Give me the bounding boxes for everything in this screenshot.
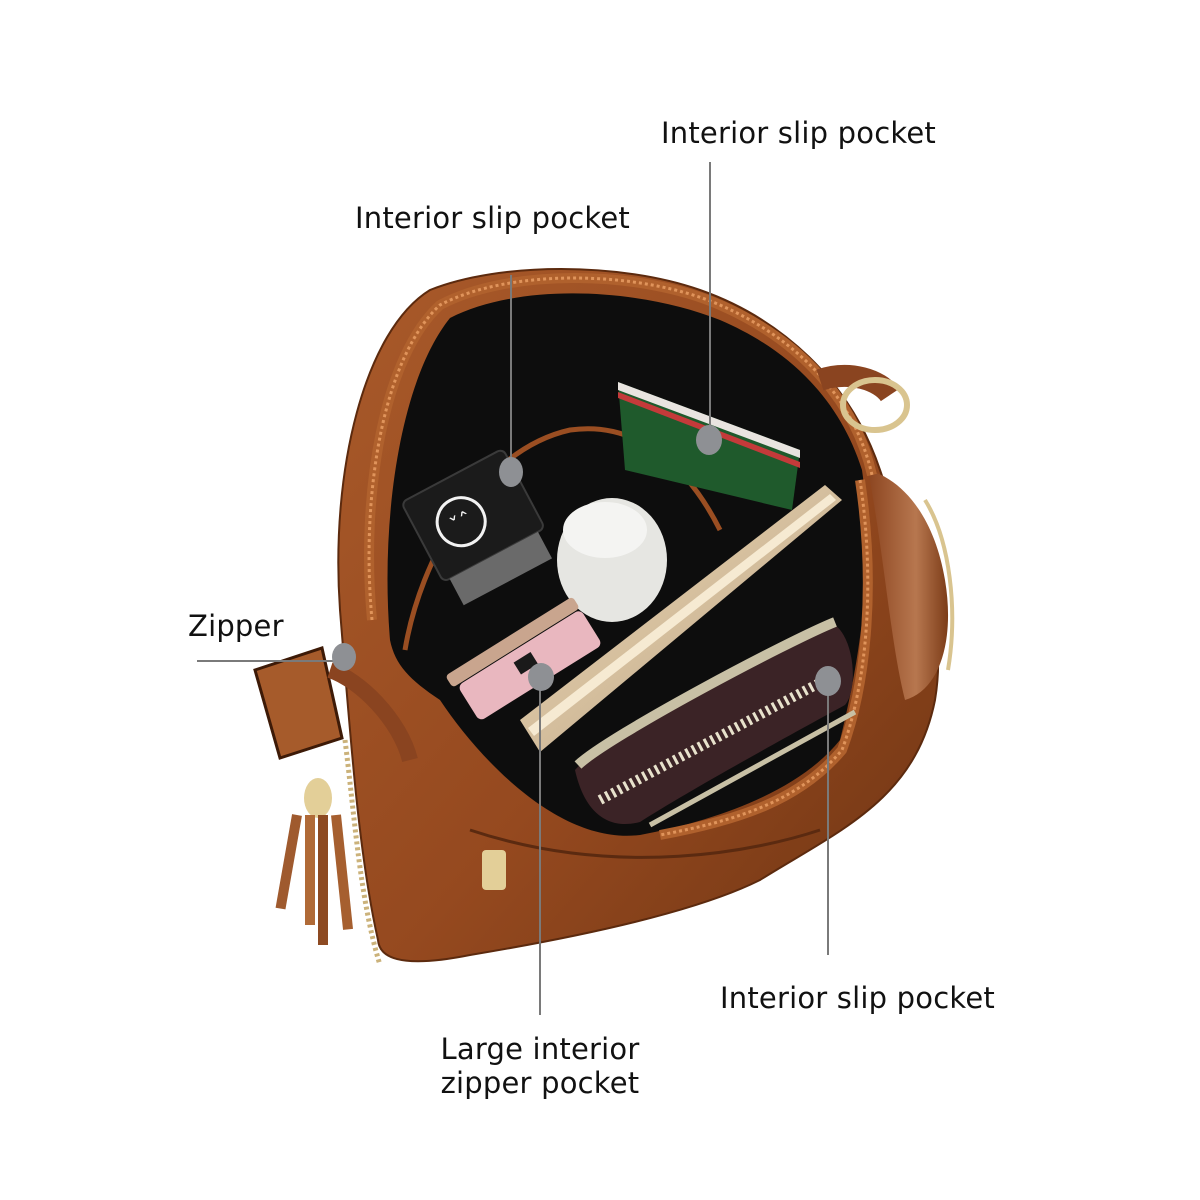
label-interior-slip-pocket-bottom-right: Interior slip pocket (720, 981, 995, 1015)
front-zipper-pull (469, 828, 821, 890)
leader-lines (197, 162, 829, 1015)
callout-dot-top-left (499, 457, 523, 487)
round-compact (557, 498, 667, 622)
wallet (574, 617, 857, 828)
phone (520, 485, 842, 752)
callout-dot-bottom-right (815, 666, 841, 696)
zipper-pull-tassel (253, 646, 418, 966)
label-interior-slip-pocket-top-right: Interior slip pocket (661, 116, 936, 150)
callout-dot-zipper (332, 643, 356, 671)
callout-dot-large-zipper-pocket (528, 663, 554, 691)
callout-dots (332, 425, 841, 696)
pink-lipstick (446, 597, 601, 720)
label-zipper: Zipper (188, 609, 284, 643)
callout-dot-top-right (696, 425, 722, 455)
label-interior-slip-pocket-top-left: Interior slip pocket (355, 201, 630, 235)
label-large-interior-zipper-pocket: Large interior zipper pocket (440, 1032, 640, 1100)
strap-ring (816, 365, 910, 433)
